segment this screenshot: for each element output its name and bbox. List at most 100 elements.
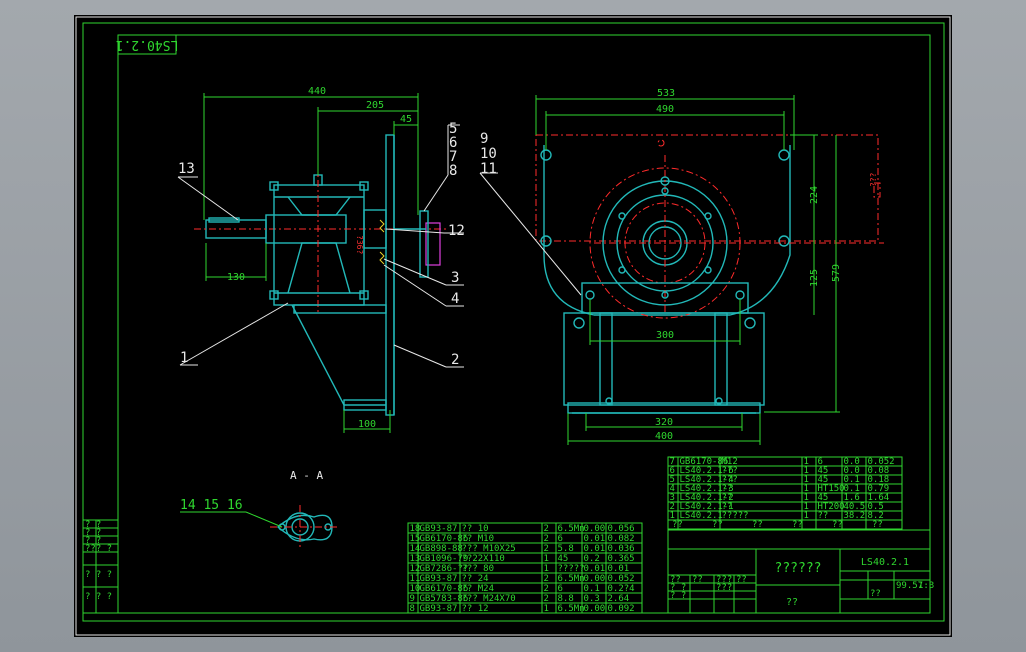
- bom-upper-cell-w1: 0.0: [844, 466, 860, 476]
- bom-lower-cell-w1: 0.01: [584, 534, 606, 544]
- bom-upper-cell-qty: 1: [804, 502, 809, 512]
- dim-205: 205: [366, 100, 384, 111]
- bom-lower-cell-qty: 2: [544, 594, 549, 604]
- bom-lower-cell-qty: 2: [544, 544, 549, 554]
- bom-upper-cell-w2: 0.18: [868, 475, 890, 485]
- bom-lower-cell-no: 12: [410, 564, 421, 574]
- front-view: [535, 134, 884, 414]
- bom-lower-cell-w1: 0.00: [584, 524, 606, 534]
- dim-533: 533: [657, 88, 675, 99]
- bom-lower-cell-w1: 0.01: [584, 544, 606, 554]
- bom-upper-cell-name: ???: [722, 466, 738, 476]
- bom-upper-header: ????????????: [672, 520, 883, 530]
- bom-upper-cell-name: ??: [722, 484, 733, 494]
- leader-7: 7: [449, 149, 457, 165]
- bom-lower-cell-name: ?? M10: [462, 534, 495, 544]
- front-dimensions: 533 490 224 125 579 ??? 300 320 400: [535, 88, 878, 445]
- bom-lower-cell-name: ?? 12: [462, 604, 489, 614]
- margin-row-4: ??? ?: [85, 544, 112, 554]
- bom-upper-cell-w1: 0.1: [844, 475, 860, 485]
- bom-lower-cell-code: GB6170-86: [420, 534, 469, 544]
- bom-lower-cell-mat: 5.8: [558, 544, 574, 554]
- bom-upper-cell-w2: 0.052: [868, 457, 895, 467]
- bom-upper-cell-w1: 40.5: [844, 502, 866, 512]
- tb-label-5: ???: [716, 583, 732, 593]
- side-dimensions: 440 205 45 130 100: [203, 86, 419, 433]
- bom-lower-cell-qty: 1: [544, 554, 549, 564]
- bom-upper-cell-code: LS40.2.1: [680, 511, 723, 521]
- drawing-canvas: LS40.2.1 ? ? ? ? ? ? ??? ? ? ? ? ? ? ?: [75, 16, 951, 636]
- leader-1: 1: [180, 350, 188, 366]
- leader-8: 8: [449, 163, 457, 179]
- bom-upper-header-cell: ??: [792, 520, 803, 530]
- bom-upper-cell-mat: 45: [818, 493, 829, 503]
- sheet-value: 1:3: [918, 581, 934, 591]
- dim-490: 490: [656, 104, 674, 115]
- tb-label-4: ??: [736, 575, 747, 585]
- bom-lower-cell-w2: 0.052: [608, 574, 635, 584]
- bom-upper-cell-w2: 1.64: [868, 493, 890, 503]
- bom-upper-cell-qty: 1: [804, 457, 809, 467]
- leader-4: 4: [451, 291, 459, 307]
- bom-upper-cell-no: 6: [670, 466, 675, 476]
- dim-224: 224: [809, 186, 820, 204]
- bom-upper-header-cell: ??: [832, 520, 843, 530]
- bom-lower-cell-code: GB93-87: [420, 574, 458, 584]
- scale-value: 99.57: [896, 581, 923, 591]
- bom-upper-cell-qty: 1: [804, 484, 809, 494]
- bom-lower-cell-no: 11: [410, 574, 421, 584]
- leader-10: 10: [480, 146, 497, 162]
- bom-lower-cell-mat: 45: [558, 554, 569, 564]
- front-leaders: 9 10 11: [479, 131, 582, 296]
- bom-upper-cell-mat: 6: [818, 457, 823, 467]
- side-leaders: 13 1 2 3 4 12 5 6 7 8: [177, 121, 465, 368]
- bom-lower-cell-w1: 0.00: [584, 574, 606, 584]
- bom-lower-cell-w1: 0.1: [584, 584, 600, 594]
- bom-upper-cell-w2: 0.5: [868, 502, 884, 512]
- bom-upper-cell-mat: 45: [818, 466, 829, 476]
- bom-upper-cell-mat: 45: [818, 475, 829, 485]
- inner-red-dim: ?36?: [355, 235, 364, 254]
- margin-row-6: ? ? ?: [85, 592, 112, 602]
- tb-label-1: ??: [670, 575, 681, 585]
- bom-lower-cell-mat: ?????: [558, 564, 585, 574]
- bom-upper-cell-no: 5: [670, 475, 675, 485]
- leader-2: 2: [451, 352, 459, 368]
- bom-upper-cell-name: ??: [722, 502, 733, 512]
- margin-row-3: ? ?: [85, 536, 101, 546]
- drawing-border: [82, 22, 945, 622]
- section-aa: [270, 505, 338, 549]
- bom-lower-cell-name: ??? M24X70: [462, 594, 516, 604]
- bom-upper-cell-name: ???: [722, 475, 738, 485]
- bom-upper-cell-mat: ??: [818, 511, 829, 521]
- tb-label-8: ??: [870, 589, 881, 599]
- bom-lower-cell-no: 14: [410, 544, 421, 554]
- leader-9: 9: [480, 131, 488, 147]
- bom-upper-cell-code: LS40.2.1-6: [680, 466, 734, 476]
- bom-lower-cell-qty: 1: [544, 604, 549, 614]
- dim-320: 320: [655, 417, 673, 428]
- bom-lower-cell-name: ?? 24: [462, 574, 489, 584]
- bom-lower-cell-name: ??22X110: [462, 554, 505, 564]
- bom-upper-cell-mat: HT200: [818, 502, 845, 512]
- leader-12: 12: [448, 223, 465, 239]
- drawing-sheet[interactable]: LS40.2.1 ? ? ? ? ? ? ??? ? ? ? ? ? ? ?: [74, 15, 952, 637]
- bom-upper-cell-no: 3: [670, 493, 675, 503]
- bom-upper-cell-w2: 0.08: [868, 466, 890, 476]
- bom-lower-cell-name: ??? 80: [462, 564, 495, 574]
- dim-130: 130: [227, 272, 245, 283]
- bom-lower-cell-code: GB898-88: [420, 544, 463, 554]
- tb-label-7: ? ?: [670, 591, 686, 601]
- title-block: ?????? ?? LS40.2.1 99.57 1:3 ?? ?? ??? ?…: [667, 529, 934, 614]
- parts-group-label: 14 15 16: [180, 498, 243, 513]
- bom-lower-cell-no: 10: [410, 584, 421, 594]
